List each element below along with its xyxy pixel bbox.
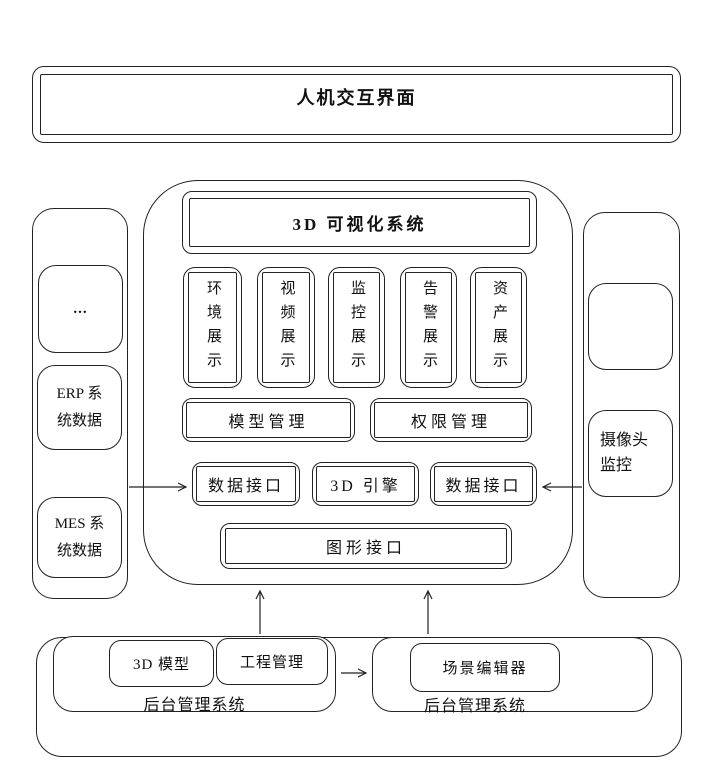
mes-data-box: MES 系 统数据: [37, 497, 122, 578]
backend-system-left-label: 后台管理系统: [143, 697, 246, 714]
model-management-box: 模型管理: [182, 398, 355, 442]
display-module-video: 视频展示: [257, 267, 315, 388]
permission-management-label: 权限管理: [374, 402, 528, 438]
viz-system-title: 3D 可视化系统: [189, 198, 530, 247]
empty-camera-box: [588, 283, 673, 370]
data-interface-left-box: 数据接口: [192, 462, 300, 506]
engine-3d-label: 3D 引擎: [316, 466, 415, 502]
display-module-asset: 资产展示: [470, 267, 527, 388]
erp-data-box: ERP 系 统数据: [37, 365, 122, 450]
display-module-alarm: 告警展示: [400, 267, 457, 388]
project-management-box: 工程管理: [216, 638, 328, 685]
model-management-label: 模型管理: [186, 402, 351, 438]
display-module-environment: 环境展示: [183, 267, 242, 388]
scene-editor-box: 场景编辑器: [410, 643, 560, 692]
hmi-interface-label: 人机交互界面: [40, 74, 673, 135]
data-interface-left-label: 数据接口: [196, 466, 296, 502]
hmi-interface-box: 人机交互界面: [32, 66, 681, 143]
display-module-label: 资产展示: [491, 279, 507, 376]
engine-3d-box: 3D 引擎: [312, 462, 419, 506]
permission-management-box: 权限管理: [370, 398, 532, 442]
3d-visualization-container: [143, 180, 573, 585]
display-module-label: 环境展示: [205, 279, 221, 376]
display-module-label: 告警展示: [421, 279, 437, 376]
viz-system-title-box: 3D 可视化系统: [182, 191, 537, 254]
data-interface-right-box: 数据接口: [430, 462, 537, 506]
more-sources-box: ...: [38, 265, 123, 353]
graphics-interface-label: 图形接口: [225, 528, 507, 564]
model-3d-box: 3D 模型: [109, 640, 214, 687]
camera-monitor-box: 摄像头 监控: [588, 410, 673, 497]
display-module-label: 监控展示: [349, 279, 365, 376]
backend-outer-container: [36, 637, 682, 757]
graphics-interface-box: 图形接口: [220, 523, 512, 569]
display-module-monitor: 监控展示: [328, 267, 385, 388]
right-camera-panel: [583, 212, 680, 598]
data-interface-right-label: 数据接口: [434, 466, 533, 502]
display-module-label: 视频展示: [278, 279, 295, 376]
backend-system-right-label: 后台管理系统: [423, 698, 526, 715]
